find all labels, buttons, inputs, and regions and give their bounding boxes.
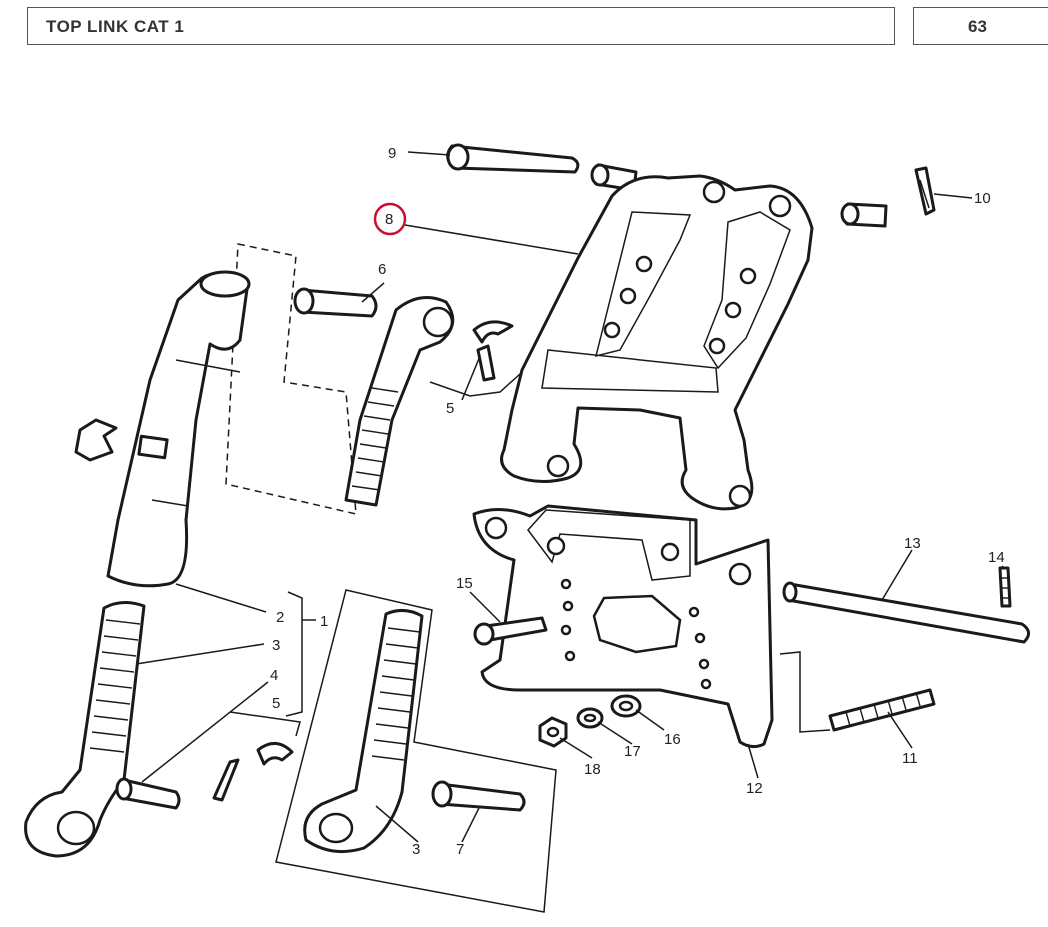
part-3-lower-left-rod[interactable] xyxy=(24,601,146,858)
callout-5-upper: 5 xyxy=(446,400,454,417)
part-14-spring-pin[interactable] xyxy=(998,566,1012,608)
part-5-upper-clip[interactable] xyxy=(472,320,514,382)
callout-13: 13 xyxy=(904,535,921,552)
callout-9: 9 xyxy=(388,145,396,162)
part-9-bushing[interactable] xyxy=(590,163,638,192)
part-6-pin[interactable] xyxy=(293,287,378,318)
part-10-bushing[interactable] xyxy=(840,202,888,228)
part-17-washer[interactable] xyxy=(576,707,604,729)
callout-5-lower: 5 xyxy=(272,695,280,712)
part-13-long-pin[interactable] xyxy=(782,581,1030,644)
callout-3-left: 3 xyxy=(272,637,280,654)
part-2-top-link-tube[interactable] xyxy=(106,270,251,588)
title-box: TOP LINK CAT 1 xyxy=(27,7,895,45)
callout-7: 7 xyxy=(456,841,464,858)
group-box-lower xyxy=(275,589,557,913)
part-3-lower-box-rod[interactable] xyxy=(303,609,424,854)
retaining-clip[interactable] xyxy=(74,418,118,462)
part-16-washer[interactable] xyxy=(610,694,642,718)
callout-1: 1 xyxy=(320,613,328,630)
callout-12: 12 xyxy=(746,780,763,797)
part-18-nut[interactable] xyxy=(538,716,568,748)
callout-16: 16 xyxy=(664,731,681,748)
callout-3-box: 3 xyxy=(412,841,420,858)
part-3-upper-threaded-end[interactable] xyxy=(344,296,455,507)
part-15-bolt[interactable] xyxy=(473,616,548,646)
part-11-stud[interactable] xyxy=(828,688,936,732)
part-9-pin[interactable] xyxy=(446,143,580,174)
group-bracket-dashed xyxy=(225,243,357,515)
page-number-box: 63 xyxy=(913,7,1048,45)
callout-2: 2 xyxy=(276,609,284,626)
page-number: 63 xyxy=(968,17,987,36)
callout-17: 17 xyxy=(624,743,641,760)
callout-6: 6 xyxy=(378,261,386,278)
group-bracket-5 xyxy=(429,373,521,397)
part-7-pin[interactable] xyxy=(431,780,526,812)
part-5-lower-clip[interactable] xyxy=(212,742,294,802)
part-4-pin[interactable] xyxy=(115,777,181,810)
part-12-mounting-plate[interactable] xyxy=(472,504,774,749)
callout-18: 18 xyxy=(584,761,601,778)
highlight-circle xyxy=(373,202,407,236)
part-10-split-pin[interactable] xyxy=(914,166,936,216)
callout-labels: 9 10 8 6 5 2 1 3 4 5 15 13 14 16 17 18 1… xyxy=(270,145,1005,858)
page-title: TOP LINK CAT 1 xyxy=(46,17,185,36)
callout-15: 15 xyxy=(456,575,473,592)
callout-8: 8 xyxy=(385,211,393,228)
part-8-bracket[interactable] xyxy=(500,174,814,511)
leader-lines xyxy=(135,151,1005,843)
callout-11: 11 xyxy=(902,750,918,767)
callout-10: 10 xyxy=(974,190,991,207)
callout-4: 4 xyxy=(270,667,278,684)
callout-14: 14 xyxy=(988,549,1005,566)
